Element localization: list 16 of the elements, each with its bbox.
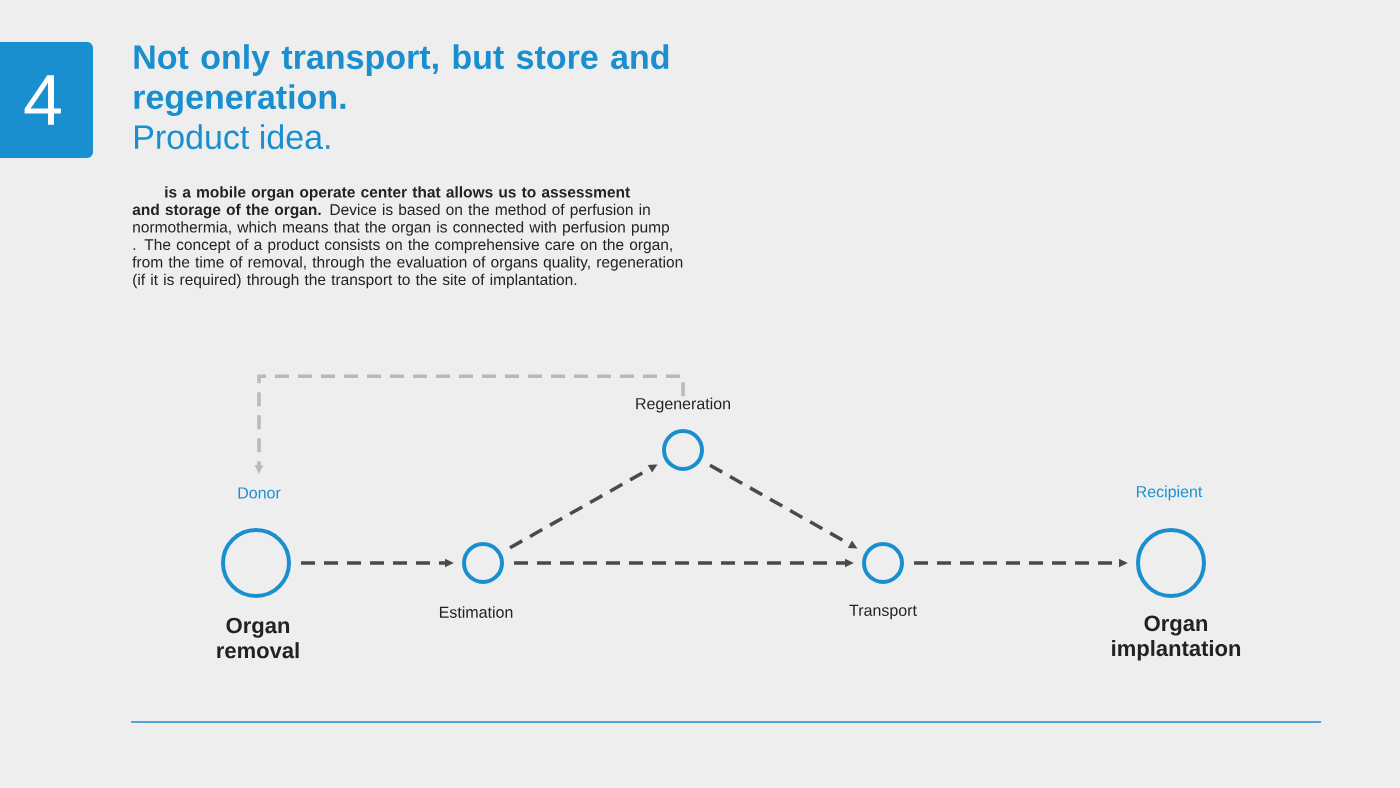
subtitle: Product idea. [135,124,330,150]
node-title: Organ implantation [1112,615,1241,661]
description-paragraph: is a mobile organ operate center that allows us to assessment and storage of the organ. Device is based on the method of perfusion in normothermia, which means that the organ is connected with perfusion pump . The concept of a product consists on the comprehensive care on the organ, from the time of removal, through the evaluation of organs quality, regeneration (if it is required) through the transport to the site of implantation. [132,186,683,289]
node-label: Transport [849,604,917,620]
node-label: Recipient [1137,485,1203,501]
circle-node [862,542,904,584]
circle-node [462,542,504,584]
node-label: Estimation [440,606,513,618]
circle-node [221,528,291,598]
node-title: Organ removal [217,617,299,659]
node-label: Regeneration [636,397,730,413]
title: Not only transport, but store and regeneration. [134,44,669,117]
circle-node [1136,528,1206,598]
number-badge: 4 [0,42,93,158]
node-label: Donor [238,487,281,499]
circle-node [662,429,704,471]
